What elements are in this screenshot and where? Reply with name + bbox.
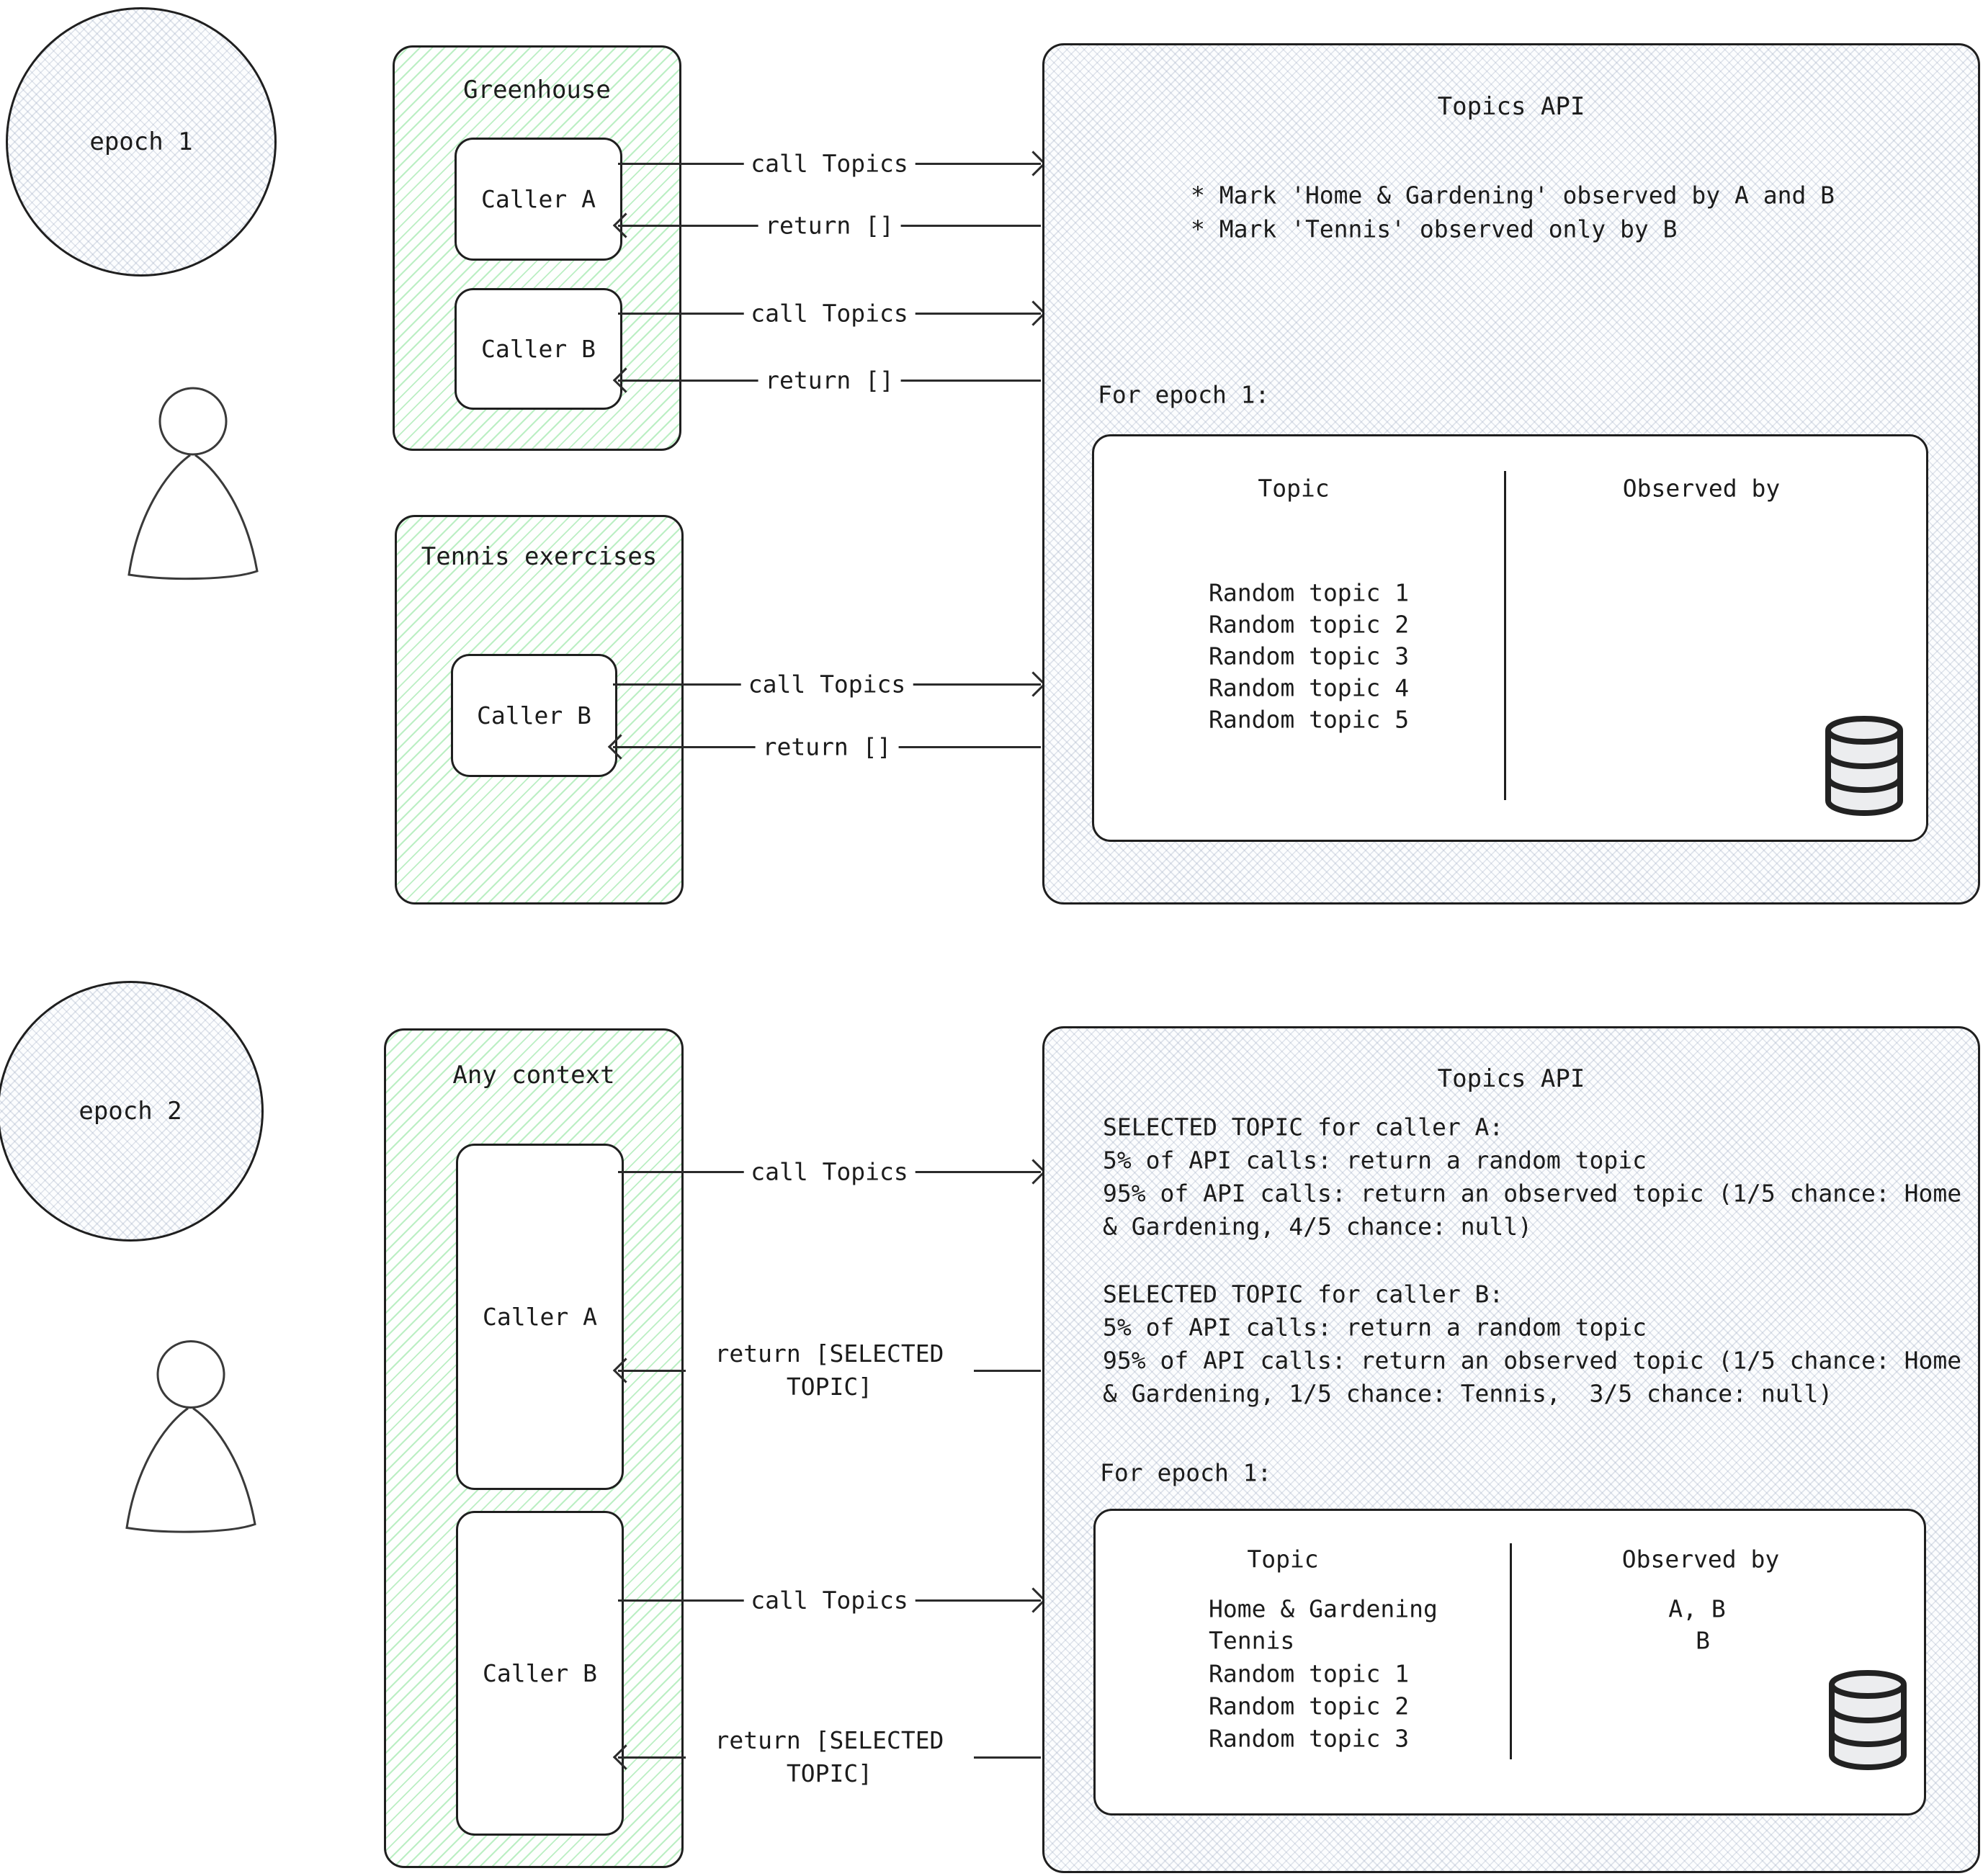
topics-api-title: Topics API [1437,92,1585,121]
table-row-topic: Random topic 5 [1209,705,1410,734]
caller-a-label: Caller A [481,185,596,213]
table-row-topic: Random topic 1 [1209,1659,1410,1688]
caller-b-label: Caller B [483,1659,597,1687]
table-divider [1510,1543,1512,1759]
table-row-topic: Random topic 1 [1209,578,1410,607]
table-row-observed: A, B [1668,1594,1726,1623]
table-row-topic: Home & Gardening [1209,1594,1438,1623]
person-icon [125,1340,256,1533]
caller-b-label: Caller B [477,701,591,730]
arrow-label-return-empty: return [] [755,731,899,763]
arrow-label-call-topics: call Topics [743,148,916,179]
epoch2-topics-table-card: Topic Observed by Home & Gardening Tenni… [1093,1509,1926,1816]
table-header-topic: Topic [1247,1545,1319,1574]
table-row-topic: Random topic 4 [1209,673,1410,702]
bullet-mark-tennis: * Mark 'Tennis' observed only by B [1191,215,1678,243]
selection-line: SELECTED TOPIC for caller A: [1103,1113,1504,1141]
topics-api-title: Topics API [1437,1064,1585,1093]
caller-a-label: Caller A [483,1303,597,1331]
table-row-topic: Random topic 2 [1209,1692,1410,1720]
table-header-observed-by: Observed by [1621,1545,1780,1574]
for-epoch-label: For epoch 1: [1100,1458,1272,1487]
caller-a-box-any-context: Caller A [456,1144,624,1490]
selection-line: & Gardening, 4/5 chance: null) [1103,1212,1533,1241]
selection-line: 5% of API calls: return a random topic [1103,1313,1647,1342]
selection-line: & Gardening, 1/5 chance: Tennis, 3/5 cha… [1103,1379,1833,1408]
caller-b-box-any-context: Caller B [456,1511,624,1836]
epoch1-topics-table-card: Topic Observed by Random topic 1 Random … [1092,434,1928,842]
caller-b-label: Caller B [481,335,596,363]
tennis-context-box: Tennis exercises Caller B [395,515,684,905]
selection-line: 95% of API calls: return an observed top… [1103,1346,1962,1375]
arrow-label-call-topics: call Topics [743,1156,916,1188]
selection-line: 5% of API calls: return a random topic [1103,1146,1647,1175]
tennis-title: Tennis exercises [421,542,658,571]
table-header-observed-by: Observed by [1622,474,1781,503]
arrow-label-return-selected: return [SELECTED TOPIC] [685,1722,974,1792]
arrow-label-call-topics: call Topics [743,297,916,329]
for-epoch-label: For epoch 1: [1098,380,1270,409]
arrow-label-return-empty: return [] [758,210,901,241]
topics-api-box-epoch1: Topics API * Mark 'Home & Gardening' obs… [1042,43,1980,905]
any-context-title: Any context [452,1061,615,1090]
arrow-label-return-selected: return [SELECTED TOPIC] [685,1335,974,1406]
caller-b-box-greenhouse: Caller B [455,288,622,410]
arrow-label-call-topics: call Topics [743,1584,916,1616]
epoch1-label: epoch 1 [89,127,193,156]
database-icon [1825,716,1903,816]
selection-line: SELECTED TOPIC for caller B: [1103,1280,1504,1309]
greenhouse-context-box: Greenhouse Caller A Caller B [393,45,681,451]
greenhouse-title: Greenhouse [463,76,611,104]
table-header-topic: Topic [1258,474,1330,503]
any-context-box: Any context Caller A Caller B [384,1028,684,1868]
table-row-topic: Random topic 3 [1209,1724,1410,1753]
bullet-mark-home-gardening: * Mark 'Home & Gardening' observed by A … [1191,181,1835,210]
table-row-observed: B [1696,1626,1710,1655]
epoch2-label: epoch 2 [79,1097,182,1126]
epoch1-circle: epoch 1 [6,7,277,277]
person-icon [127,387,259,580]
arrow-label-return-empty: return [] [758,364,901,396]
table-row-topic: Random topic 2 [1209,610,1410,639]
selection-line: 95% of API calls: return an observed top… [1103,1179,1962,1208]
caller-b-box-tennis: Caller B [451,654,617,777]
table-row-topic: Tennis [1209,1626,1295,1655]
caller-a-box-greenhouse: Caller A [455,138,622,261]
table-row-topic: Random topic 3 [1209,642,1410,670]
database-icon [1829,1670,1907,1770]
arrow-label-call-topics: call Topics [740,668,913,700]
table-divider [1504,471,1506,800]
epoch2-circle: epoch 2 [0,981,264,1242]
topics-api-box-epoch2: Topics API SELECTED TOPIC for caller A: … [1042,1026,1980,1873]
